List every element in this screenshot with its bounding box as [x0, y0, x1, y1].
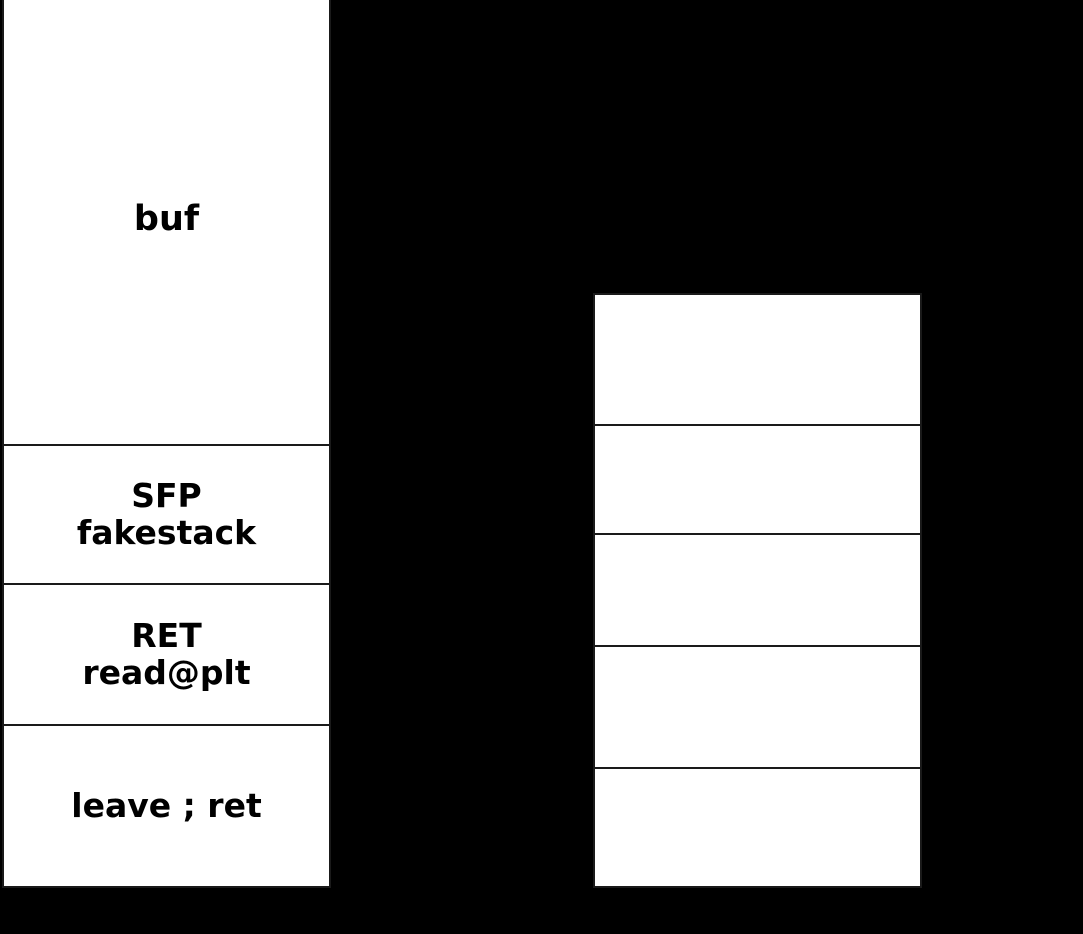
stack-cell-buf: buf	[4, 0, 329, 444]
fakestack-cell-1	[595, 424, 920, 533]
stack-cell-ret: RET read@plt	[4, 583, 329, 724]
stack-cell-sfp-label: SFP	[131, 475, 202, 515]
stack-cell-sfp-value: fakestack	[76, 512, 257, 552]
fakestack-cell-2	[595, 533, 920, 645]
left-stack-frame: buf SFP fakestack RET read@plt leave ; r…	[2, 0, 331, 888]
stack-cell-ret-value: read@plt	[82, 652, 251, 692]
stack-cell-ret-label: RET	[131, 615, 202, 655]
fakestack-cell-0	[595, 295, 920, 424]
fakestack-cell-4	[595, 767, 920, 886]
right-stack-frame	[593, 293, 922, 888]
stack-cell-leave-ret: leave ; ret	[4, 724, 329, 886]
stack-cell-sfp: SFP fakestack	[4, 444, 329, 583]
stack-cell-buf-label: buf	[133, 199, 200, 240]
stack-cell-leave-ret-label: leave ; ret	[71, 785, 262, 825]
fakestack-cell-3	[595, 645, 920, 767]
